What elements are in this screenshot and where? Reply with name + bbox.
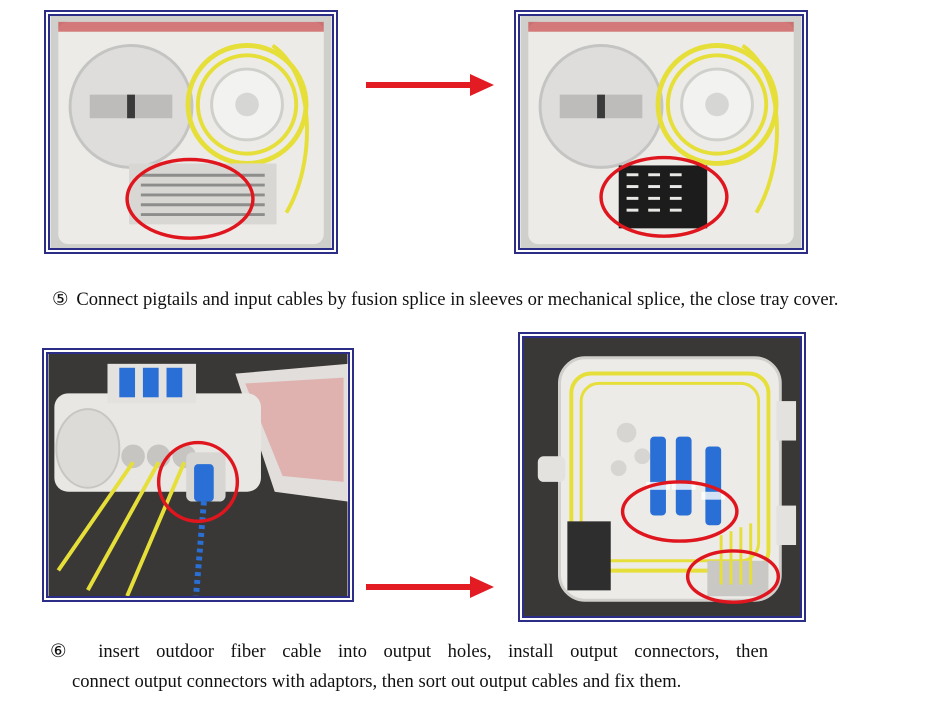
photo-tray-after-splice [518,14,804,250]
highlight-circle [620,480,739,543]
step-5-text: Connect pigtails and input cables by fus… [76,289,839,310]
output-holes-image [48,354,348,596]
right-arrow-icon [366,74,494,96]
tray-open-image [50,16,332,248]
step-5-caption: ⑤ Connect pigtails and input cables by f… [52,285,838,315]
highlight-circle [599,155,729,238]
highlight-circle [685,549,781,604]
step-6-caption: ⑥ insert outdoor fiber cable into output… [50,637,768,697]
highlight-circle [156,440,240,523]
step-6-text-line-1: insert outdoor fiber cable into output h… [98,641,769,662]
photo-adaptor-connected [522,336,802,618]
step-5-number: ⑤ [52,289,69,310]
highlight-circle [125,157,255,240]
right-arrow-icon [366,576,494,598]
step-6-number: ⑥ [50,641,79,662]
assembled-box-image [524,338,800,616]
photo-output-cable-insert [46,352,350,598]
tray-closed-image [520,16,802,248]
step-6-text-line-2: connect output connectors with adaptors,… [72,671,682,692]
photo-tray-before-splice [48,14,334,250]
step-6-line-1: ⑥ insert outdoor fiber cable into output… [50,637,768,667]
